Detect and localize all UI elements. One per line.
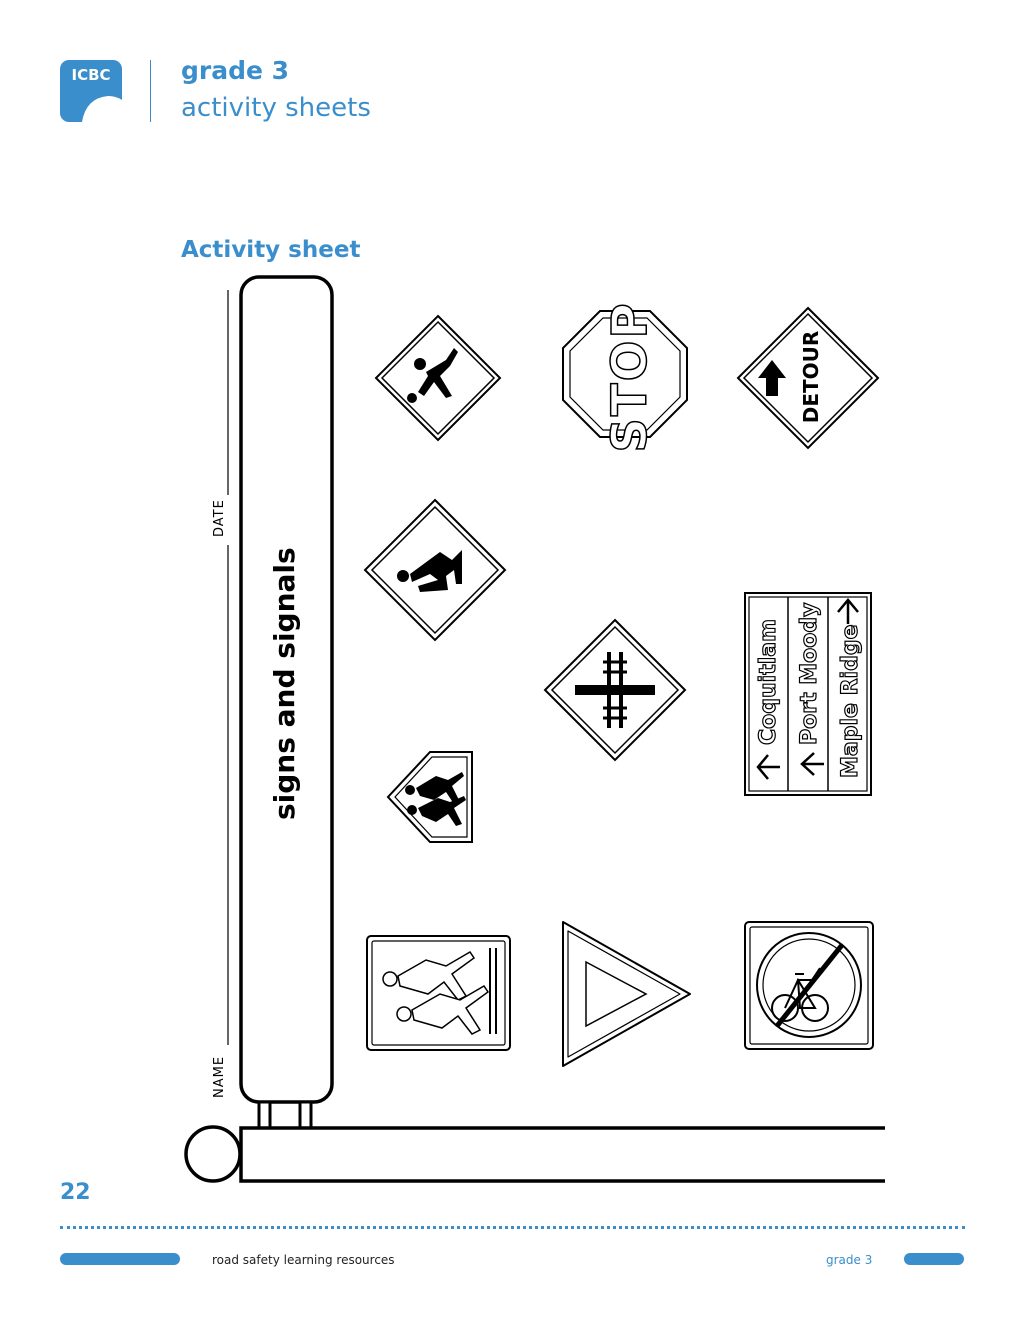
- no-bicycles-sign: [744, 921, 874, 1050]
- destination-3: Maple Ridge: [838, 624, 863, 778]
- icbc-logo: ICBC: [60, 60, 122, 122]
- title-pole: [239, 275, 334, 1104]
- destination-1: Coquitlam: [756, 619, 781, 745]
- playground-sign: [374, 314, 502, 442]
- railway-crossing-sign: [543, 618, 687, 762]
- school-crosswalk-sign: [366, 935, 511, 1051]
- school-children-icon: [405, 772, 466, 826]
- school-children-outline-icon: [382, 950, 490, 1035]
- arrow-left-icon: [756, 754, 780, 780]
- arrow-right-icon: [837, 598, 859, 624]
- section-title: Activity sheet: [181, 237, 361, 263]
- base-wheel: [184, 1125, 242, 1183]
- header-grade: grade 3: [181, 56, 290, 85]
- sheet-title: signs and signals: [268, 547, 301, 820]
- child-kicking-ball-icon: [407, 348, 458, 403]
- footer-divider: [60, 1226, 965, 1229]
- name-label: NAME: [212, 1055, 227, 1098]
- school-zone-sign: [386, 751, 473, 843]
- stop-text: STOP: [602, 301, 658, 452]
- footer-bar-right: [904, 1253, 964, 1265]
- prohibition-slash: [775, 943, 844, 1028]
- arrow-up-icon: [758, 360, 786, 396]
- logo-text: ICBC: [71, 66, 110, 84]
- pole-leg-right: [298, 1100, 313, 1130]
- detour-sign: DETOUR: [736, 306, 880, 450]
- pole-leg-left: [257, 1100, 272, 1130]
- footer-bar-left: [60, 1253, 180, 1265]
- footer-grade-label: grade 3: [826, 1253, 873, 1267]
- header-subtitle: activity sheets: [181, 93, 371, 123]
- railway-track-icon: [575, 652, 655, 728]
- pedestrian-crossing-sign: [363, 498, 507, 642]
- footer-resource-label: road safety learning resources: [212, 1253, 395, 1267]
- date-label: DATE: [212, 499, 227, 537]
- detour-text: DETOUR: [799, 331, 823, 424]
- page-number: 22: [60, 1180, 91, 1205]
- yield-sign: [562, 921, 691, 1067]
- stop-sign: STOP: [562, 301, 688, 453]
- destination-sign: Coquitlam Port Moody Maple Ridge: [744, 592, 872, 796]
- arrow-down-icon: [800, 752, 824, 776]
- pedestrian-icon: [397, 550, 462, 592]
- base-bar: [239, 1126, 885, 1183]
- logo-divider: [150, 60, 151, 122]
- destination-2: Port Moody: [797, 603, 822, 745]
